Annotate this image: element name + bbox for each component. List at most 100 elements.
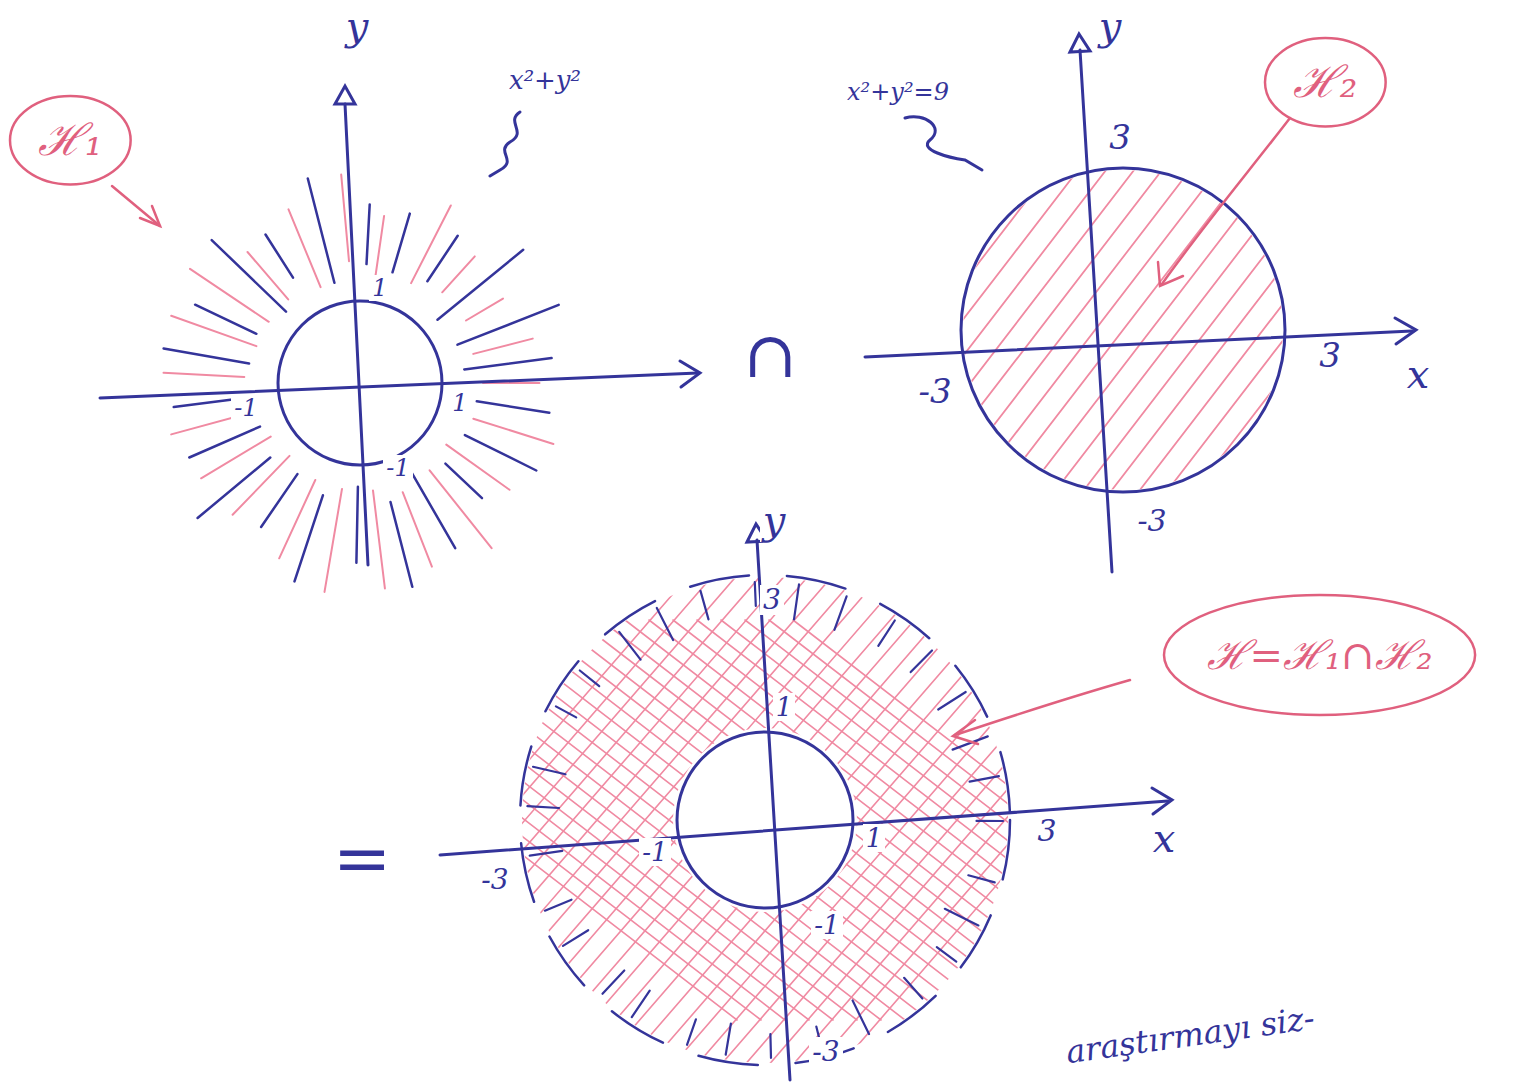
hatch-stroke [446, 445, 509, 490]
arrowhead [140, 206, 160, 226]
tick-label: 3 [1316, 337, 1344, 374]
tick-label: 1 [773, 693, 796, 722]
axis-label: y [760, 498, 789, 542]
hatch-stroke [556, 706, 576, 717]
hatch-stroke [289, 620, 809, 1020]
tick-label: -3 [1134, 504, 1169, 537]
axis-arrow [1395, 318, 1416, 344]
hatch-stroke [367, 205, 370, 265]
hatch-stroke [442, 256, 475, 292]
y-axis [757, 540, 790, 1080]
hatch-stroke [529, 620, 1049, 1020]
hatch-stroke [657, 608, 673, 640]
hatch-stroke [445, 464, 482, 499]
circle-r3 [961, 168, 1285, 492]
hatch-stroke [313, 620, 833, 1020]
axis-label: y [1096, 4, 1125, 48]
ellipse [1164, 595, 1475, 715]
hatch-stroke [411, 206, 451, 284]
hatch-stroke [951, 70, 1351, 590]
hatch-stroke [464, 358, 551, 369]
hatch-outside [164, 175, 559, 592]
hatch-stroke [458, 305, 559, 345]
circle-r3-dashed [520, 575, 1010, 1065]
hatch-stroke [412, 472, 456, 548]
hatch-stroke [1119, 70, 1519, 590]
tick-label: -3 [915, 373, 954, 410]
hatch-stroke [527, 806, 559, 808]
tick-label: -1 [383, 455, 412, 481]
hatch-stroke [1007, 70, 1407, 590]
hatch-stroke [337, 620, 857, 1020]
axis-arrow [1070, 34, 1090, 52]
hatch-stroke [853, 1000, 869, 1034]
hatch-stroke [325, 489, 343, 592]
hatch-stroke [632, 991, 650, 1018]
note-text: araştırmayı siz- [1061, 1001, 1320, 1072]
hatch-stroke [356, 487, 358, 563]
hatch-stroke [977, 820, 1004, 822]
hatch-stroke [970, 776, 999, 782]
equation-label: x²+y² [506, 66, 584, 95]
tick-label: 3 [1034, 814, 1059, 847]
hatch-stroke [911, 651, 932, 673]
squiggle [490, 112, 520, 176]
hatch-stroke [769, 620, 1289, 1020]
hatch-stroke [430, 470, 492, 548]
hatch-stroke [473, 339, 532, 354]
hatch-stroke [1147, 70, 1521, 590]
hatch-stroke [308, 179, 335, 283]
hatch-stroke [261, 474, 297, 527]
hatch-stroke [1035, 70, 1435, 590]
tick-label: -1 [231, 395, 260, 421]
hatch-disk [699, 70, 1521, 590]
hatch-stroke [945, 909, 979, 926]
axis-label: x [1404, 352, 1433, 396]
hatch-stroke [433, 620, 953, 1020]
hatch-stroke [577, 620, 1097, 1020]
ellipse [1265, 38, 1386, 126]
hatch-stroke [189, 427, 260, 458]
tick-label: -3 [478, 865, 511, 896]
callout-ellipse: ℋ₁ [8, 94, 133, 186]
axes [100, 34, 1416, 1080]
hatch-stroke [427, 236, 457, 282]
hatch-stroke [477, 401, 550, 412]
hatch-stroke [619, 632, 640, 660]
hatch-stroke [533, 767, 566, 775]
hatch-stroke [563, 930, 588, 946]
hatch-stroke [530, 851, 563, 856]
axis-label: x [1150, 816, 1179, 860]
hatch-stroke [473, 419, 553, 444]
hatch-stroke [385, 620, 905, 1020]
operator-symbol: ∩ [740, 320, 800, 390]
hatch-stroke [393, 214, 410, 273]
hatch-annulus [217, 520, 1313, 1082]
axis-arrow [680, 361, 700, 387]
arrowhead [953, 720, 978, 744]
axis-arrow [1152, 788, 1172, 814]
hatch-stroke [289, 209, 321, 287]
hatch-stroke [545, 900, 572, 911]
hatch-stroke [164, 373, 245, 377]
hatch-stroke [904, 978, 922, 999]
hatch-stroke [375, 216, 384, 278]
hatch-stroke [794, 584, 799, 619]
operator-symbol: = [330, 820, 395, 897]
hatch-stroke [938, 692, 966, 710]
tick-label: 3 [760, 585, 784, 616]
hatch-stroke [673, 620, 1193, 1020]
hatch-stroke [726, 1024, 731, 1055]
leaders [112, 118, 1290, 744]
tick-label: -1 [639, 838, 670, 867]
tick-label: 1 [863, 824, 886, 853]
leader-arrow [955, 680, 1130, 735]
unit-circle [677, 732, 853, 908]
y-axis [345, 104, 368, 565]
hatching [164, 70, 1521, 1082]
hatch-stroke [265, 620, 785, 1020]
hatch-stroke [625, 620, 1145, 1020]
hatch-stroke [466, 299, 503, 321]
arrowhead [1158, 262, 1183, 286]
callout-text: ℋ₂ [1293, 58, 1358, 106]
